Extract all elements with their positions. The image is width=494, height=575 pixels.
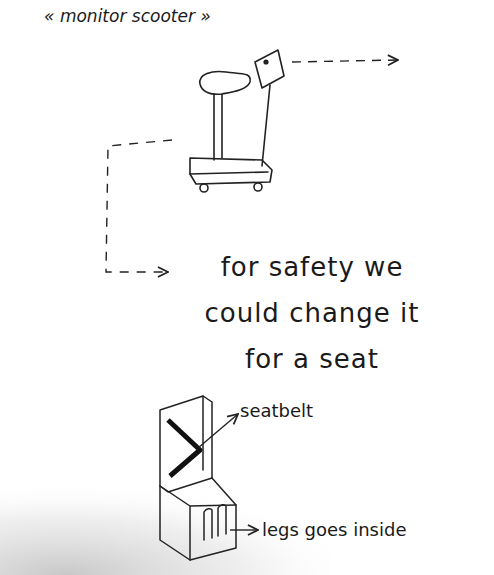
seatbelt-strap	[168, 420, 200, 476]
sketch-title: « monitor scooter »	[44, 6, 304, 26]
monitor-screen	[255, 50, 284, 88]
wheel	[200, 184, 208, 192]
dashed-leader	[292, 60, 398, 62]
seat-top	[200, 72, 250, 95]
leg-hole	[218, 505, 226, 536]
seat-pole	[214, 94, 222, 160]
leader-arrow	[198, 414, 238, 448]
seat-box	[160, 478, 236, 560]
leader-arrow	[230, 529, 258, 530]
note-label: seatbelt	[240, 400, 380, 421]
seat-back	[160, 396, 212, 492]
dashed-leader	[106, 140, 172, 272]
base-edge	[190, 172, 268, 174]
monitor-dot	[264, 60, 268, 64]
scooter-sketch	[190, 50, 284, 192]
seat-sketch	[160, 396, 236, 560]
note-label: legs goes inside	[262, 519, 482, 540]
back-edge	[202, 396, 204, 470]
seat-edge	[160, 486, 236, 560]
wheel	[254, 183, 262, 191]
note-label: for safety we could change it for a seat	[196, 244, 428, 382]
leg-hole	[204, 509, 212, 540]
scooter-base	[190, 158, 272, 184]
monitor-pole	[262, 85, 270, 166]
